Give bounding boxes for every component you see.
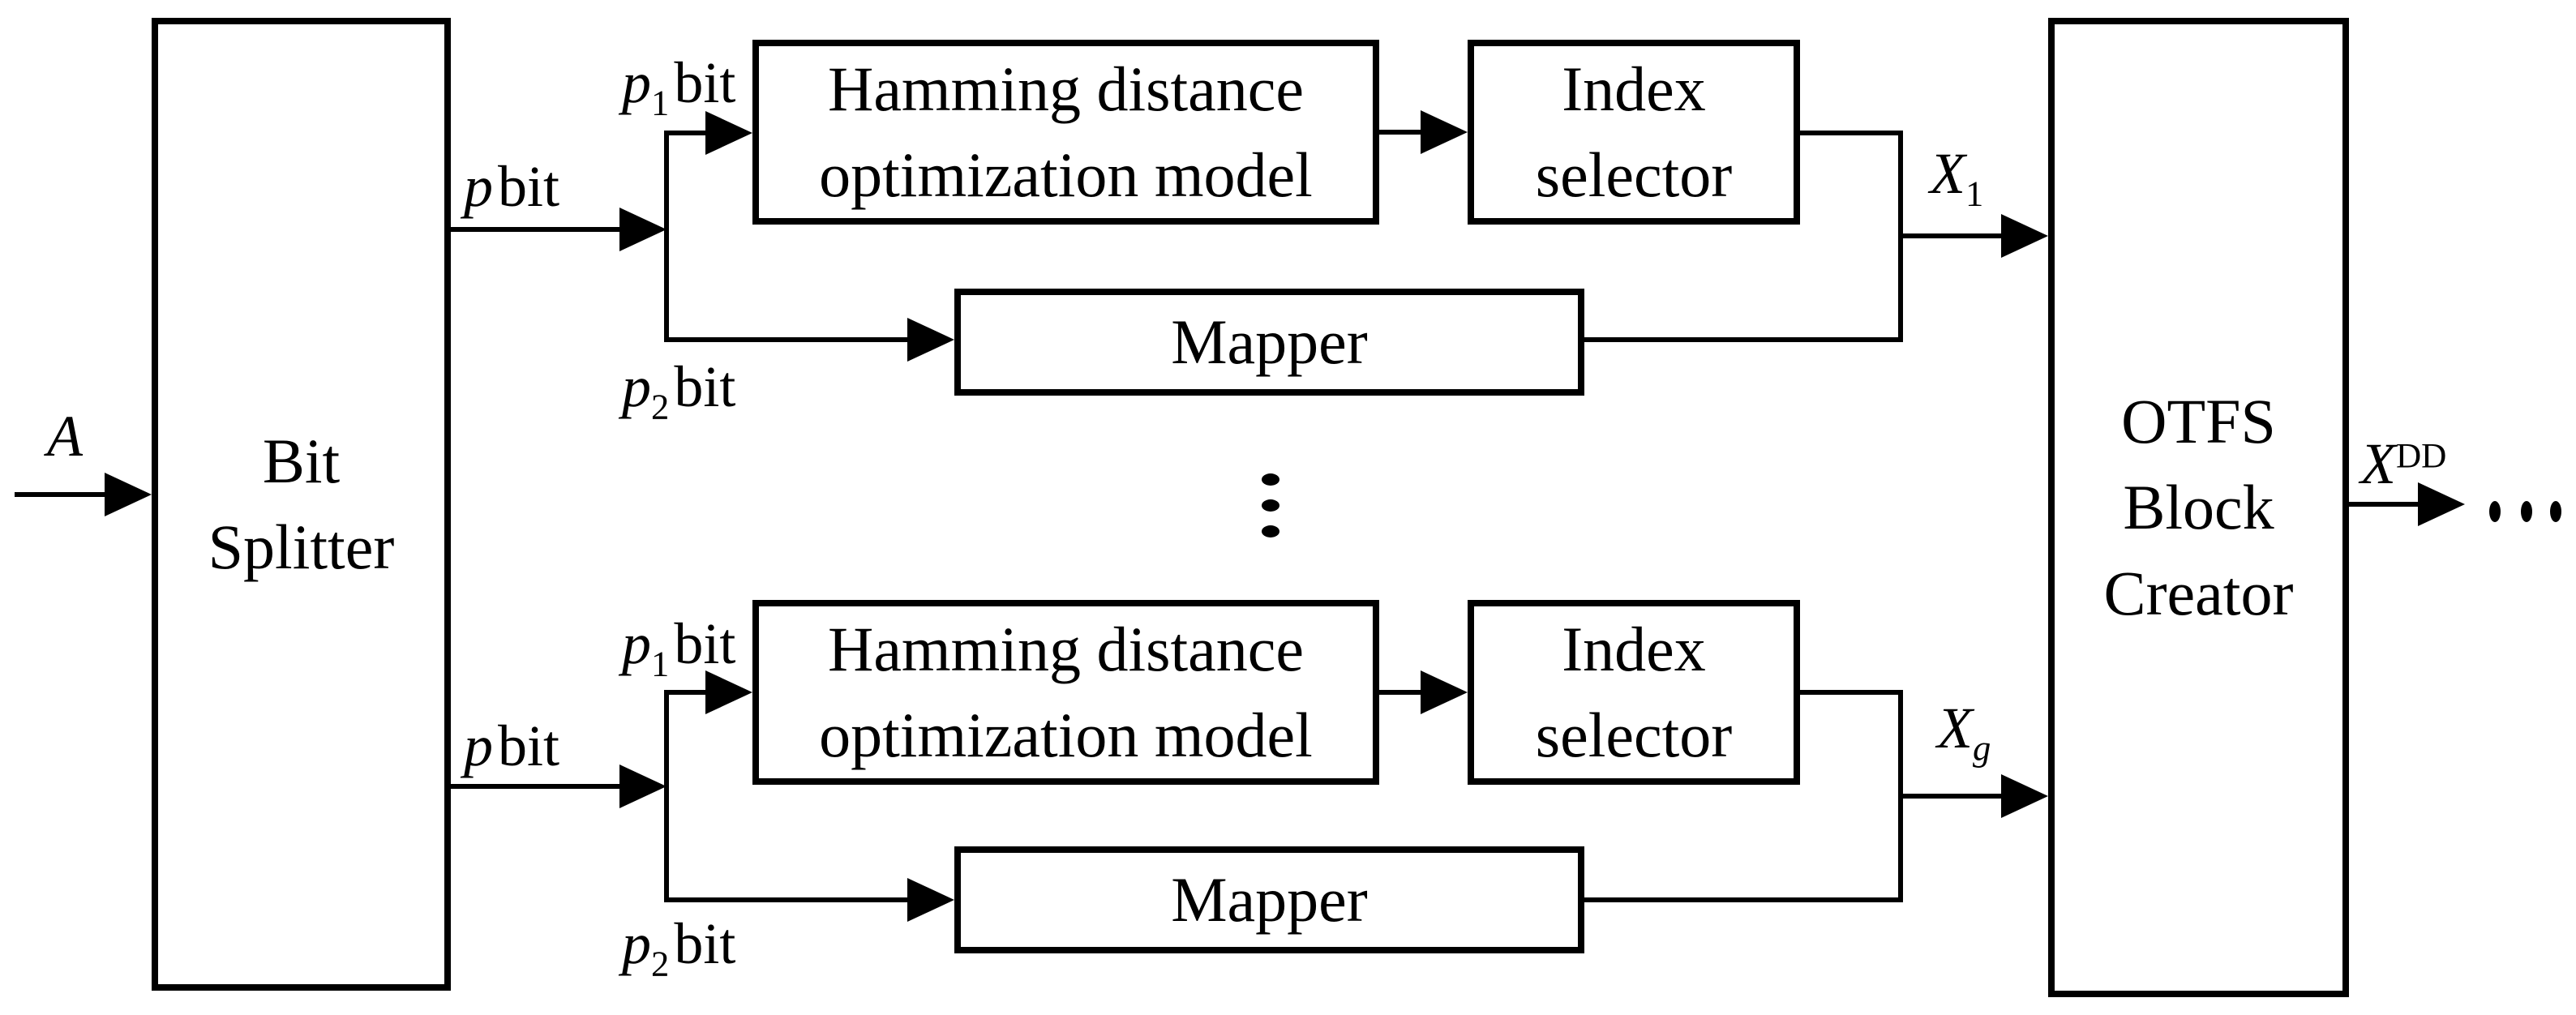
p-bit-label-1: pbit	[464, 157, 559, 216]
hamming-to-index-arrowhead-1-icon	[1421, 110, 1468, 154]
mapper-1-label: Mapper	[1171, 306, 1368, 377]
x1-wire	[1898, 233, 2004, 238]
p1-bit-1-sub: 1	[651, 82, 670, 123]
xdd-arrowhead-icon	[2418, 482, 2465, 526]
mapper-block-2: Mapper	[954, 846, 1584, 953]
p-bit-wire-1	[451, 227, 624, 232]
p2-bit-1-var: p	[622, 354, 651, 419]
input-a-arrowhead-icon	[105, 473, 152, 516]
bit-splitter-label-line1: Bit	[262, 426, 341, 496]
xg-arrowhead-icon	[2001, 774, 2048, 818]
p-bit-1-var: p	[464, 154, 493, 219]
hamming-model-1-line2: optimization model	[819, 139, 1313, 210]
p1-bit-1-var: p	[622, 50, 651, 115]
x1-label: X1	[1930, 141, 1983, 212]
mapper-out-wire-1	[1584, 337, 1903, 342]
otfs-block-creator-block: OTFS Block Creator	[2048, 18, 2349, 997]
otfs-label-line1: OTFS	[2121, 386, 2276, 456]
p1-wire-1	[664, 131, 709, 135]
hamming-model-block-1: Hamming distance optimization model	[752, 40, 1379, 225]
mapper-out-wire-2	[1584, 897, 1903, 902]
input-a-wire	[15, 492, 109, 497]
xdd-label: XDD	[2360, 435, 2446, 493]
p2-arrowhead-1-icon	[907, 318, 954, 362]
index-out-wire-1	[1800, 131, 1903, 135]
p2-bit-label-2: p2bit	[622, 911, 736, 982]
otfs-label-line2: Block	[2123, 472, 2274, 542]
p2-arrowhead-2-icon	[907, 878, 954, 922]
split-junction-wire-1	[664, 131, 669, 342]
p2-bit-1-sub: 2	[651, 386, 670, 427]
hamming-to-index-wire-1	[1379, 130, 1424, 135]
split-junction-wire-2	[664, 690, 669, 902]
p1-wire-2	[664, 690, 709, 695]
xg-label: Xg	[1937, 696, 1991, 766]
mapper-block-1: Mapper	[954, 289, 1584, 396]
p1-bit-2-rest: bit	[674, 611, 736, 676]
p-bit-2-rest: bit	[498, 713, 560, 778]
p2-bit-label-1: p2bit	[622, 358, 735, 425]
p-bit-arrowhead-1-icon	[619, 208, 667, 251]
p2-wire-1	[664, 337, 911, 342]
hamming-to-index-wire-2	[1379, 690, 1424, 695]
bit-splitter-block: Bit Splitter	[152, 18, 451, 991]
p1-bit-label-1: p1bit	[622, 54, 735, 121]
index-out-wire-2	[1800, 690, 1903, 695]
p1-bit-2-var: p	[622, 611, 651, 676]
p-bit-1-rest: bit	[498, 154, 560, 219]
index-selector-block-1: Index selector	[1468, 40, 1800, 225]
p-bit-wire-2	[451, 784, 624, 789]
xdd-wire	[2349, 502, 2421, 507]
otfs-label-line3: Creator	[2103, 558, 2294, 628]
mapper-2-label: Mapper	[1171, 864, 1368, 935]
p1-arrowhead-1-icon	[705, 111, 752, 155]
bit-splitter-label-line2: Splitter	[208, 512, 395, 582]
p1-arrowhead-2-icon	[705, 670, 752, 714]
p2-bit-2-var: p	[622, 911, 651, 976]
hamming-model-1-line1: Hamming distance	[827, 54, 1305, 124]
hamming-model-block-2: Hamming distance optimization model	[752, 600, 1379, 785]
xdd-base: X	[2360, 431, 2396, 496]
xg-sub: g	[1972, 727, 1991, 769]
hamming-model-2-line2: optimization model	[819, 700, 1313, 770]
index-selector-block-2: Index selector	[1468, 600, 1800, 785]
p2-bit-1-rest: bit	[674, 354, 736, 419]
x1-arrowhead-icon	[2001, 214, 2048, 258]
input-a-text: A	[47, 404, 83, 469]
p1-bit-1-rest: bit	[674, 50, 736, 115]
p2-bit-2-rest: bit	[674, 911, 736, 976]
x1-sub: 1	[1965, 173, 1984, 214]
index-selector-1-line2: selector	[1535, 139, 1733, 210]
index-selector-1-line1: Index	[1562, 54, 1706, 124]
hamming-to-index-arrowhead-2-icon	[1421, 670, 1468, 714]
xg-base: X	[1937, 696, 1973, 760]
p-bit-2-var: p	[464, 713, 493, 778]
hamming-model-2-line1: Hamming distance	[827, 614, 1305, 684]
p2-wire-2	[664, 897, 911, 902]
input-a-label: A	[47, 407, 83, 465]
x1-base: X	[1930, 141, 1965, 206]
xg-wire	[1898, 794, 2004, 799]
p2-bit-2-sub: 2	[651, 943, 670, 984]
p1-bit-2-sub: 1	[651, 643, 670, 684]
index-selector-2-line2: selector	[1535, 700, 1733, 770]
p-bit-label-2: pbit	[464, 717, 559, 775]
p-bit-arrowhead-2-icon	[619, 764, 667, 808]
index-selector-2-line1: Index	[1562, 614, 1706, 684]
xdd-sup: DD	[2395, 437, 2447, 476]
p1-bit-label-2: p1bit	[622, 615, 735, 682]
